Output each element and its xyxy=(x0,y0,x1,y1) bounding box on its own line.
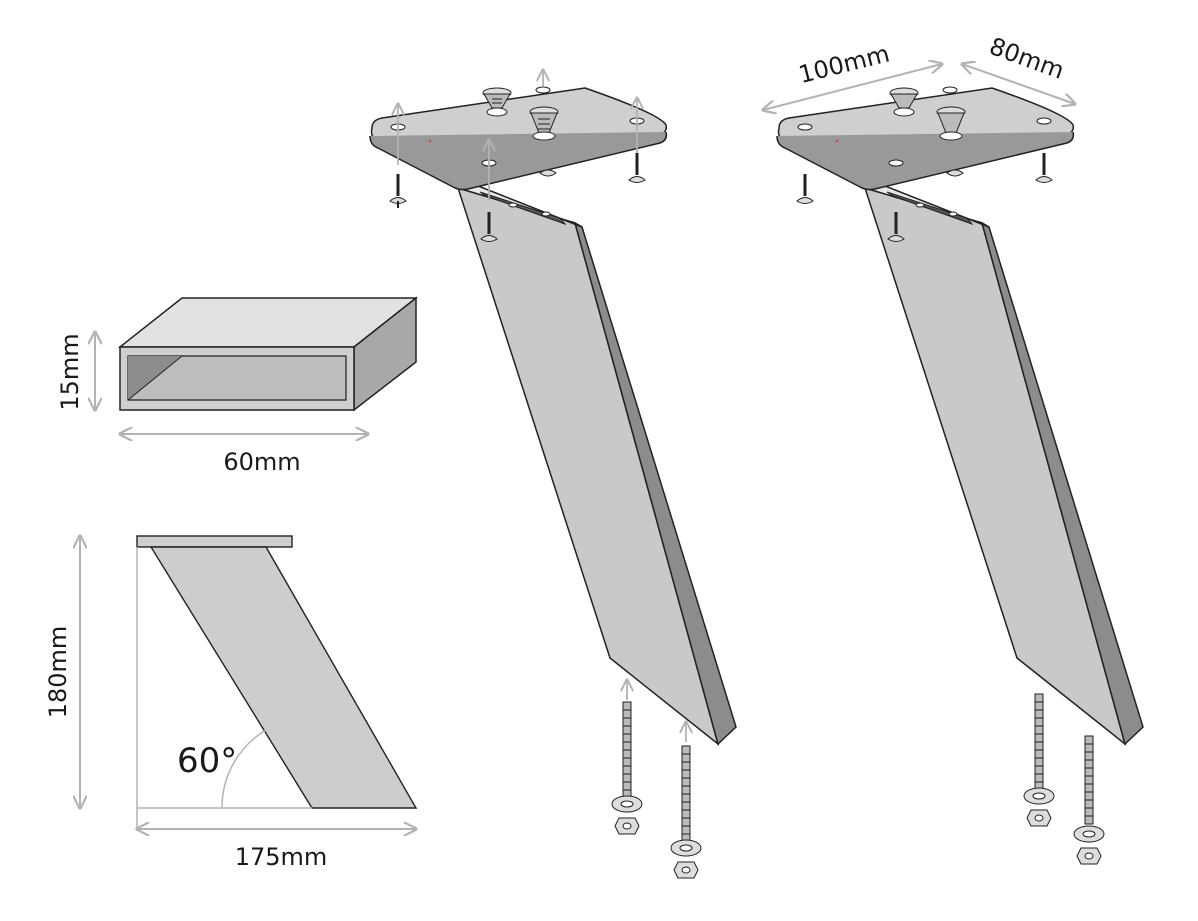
leg-height-dimension: 180mm xyxy=(44,536,80,808)
leg-angle-label: 60° xyxy=(177,741,237,781)
wood-screw xyxy=(796,174,814,204)
wood-screw xyxy=(887,212,905,242)
threaded-bolt xyxy=(670,745,702,879)
mounting-plate xyxy=(776,86,1075,191)
threaded-bolt xyxy=(1073,735,1105,865)
tube-profile xyxy=(117,296,419,412)
leg-base-label: 175mm xyxy=(235,843,328,871)
marker-dot xyxy=(835,139,839,143)
wood-screw xyxy=(539,169,557,177)
mounting-plate xyxy=(369,86,668,191)
tube-height-dimension: 15mm xyxy=(56,332,95,411)
leg-body xyxy=(456,181,737,747)
threaded-bolt xyxy=(611,701,643,835)
tube-height-label: 15mm xyxy=(56,333,84,410)
leg-body xyxy=(863,181,1144,747)
wood-screw xyxy=(946,169,964,177)
tube-width-dimension: 60mm xyxy=(120,434,368,476)
exploded-leg-assembly xyxy=(369,70,737,879)
tube-width-label: 60mm xyxy=(223,448,300,476)
plate-length-label: 100mm xyxy=(796,39,893,89)
wood-screw xyxy=(389,174,407,208)
wood-screw xyxy=(628,153,646,183)
threaded-bolt xyxy=(1023,693,1055,827)
countersunk-screw xyxy=(529,106,559,141)
wood-screw xyxy=(480,212,498,242)
marker-dot xyxy=(428,139,432,143)
leg-base-dimension: 175mm xyxy=(137,829,416,871)
countersunk-screw xyxy=(482,87,512,117)
assembly-arrows xyxy=(398,70,637,200)
bolt-arrows xyxy=(627,680,686,742)
leg-height-label: 180mm xyxy=(44,626,72,719)
leg-side-view: 60° xyxy=(136,535,418,830)
assembled-leg xyxy=(776,86,1144,865)
wood-screw xyxy=(1035,153,1053,183)
